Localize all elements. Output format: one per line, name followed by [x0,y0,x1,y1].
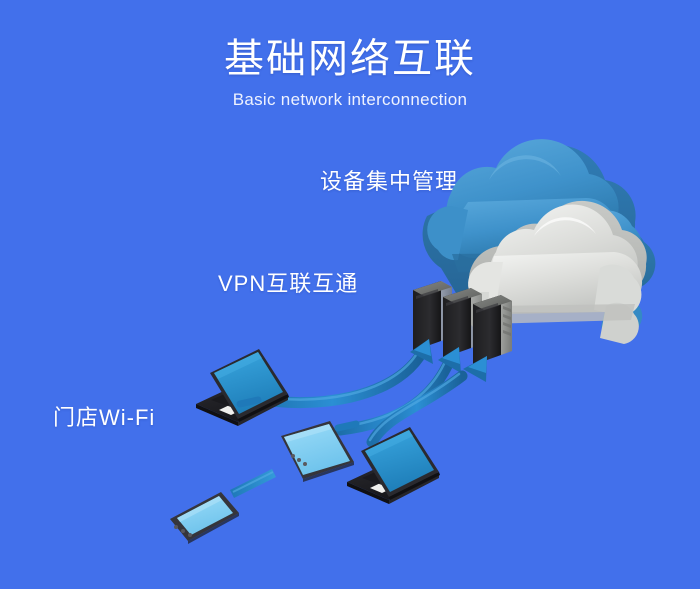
laptop-left-icon [196,349,289,426]
label-store-wifi: 门店Wi-Fi [53,405,156,430]
label-cloud-management: 设备集中管理 [320,169,459,194]
server-rack-icon [413,281,512,365]
laptop-right-icon [347,427,440,504]
page-title: 基础网络互联 [224,37,476,81]
connection-phone-tablet [229,468,277,499]
tablet-icon [281,421,354,482]
arrow-laptop-right-to-server [366,356,487,448]
connection-tablet [334,420,360,432]
server-unit [473,295,512,365]
smartphone-icon [170,492,239,544]
page-subtitle: Basic network interconnection [232,90,468,109]
label-vpn-interconnect: VPN互联互通 [218,271,359,296]
connection-laptop-left [236,396,262,408]
